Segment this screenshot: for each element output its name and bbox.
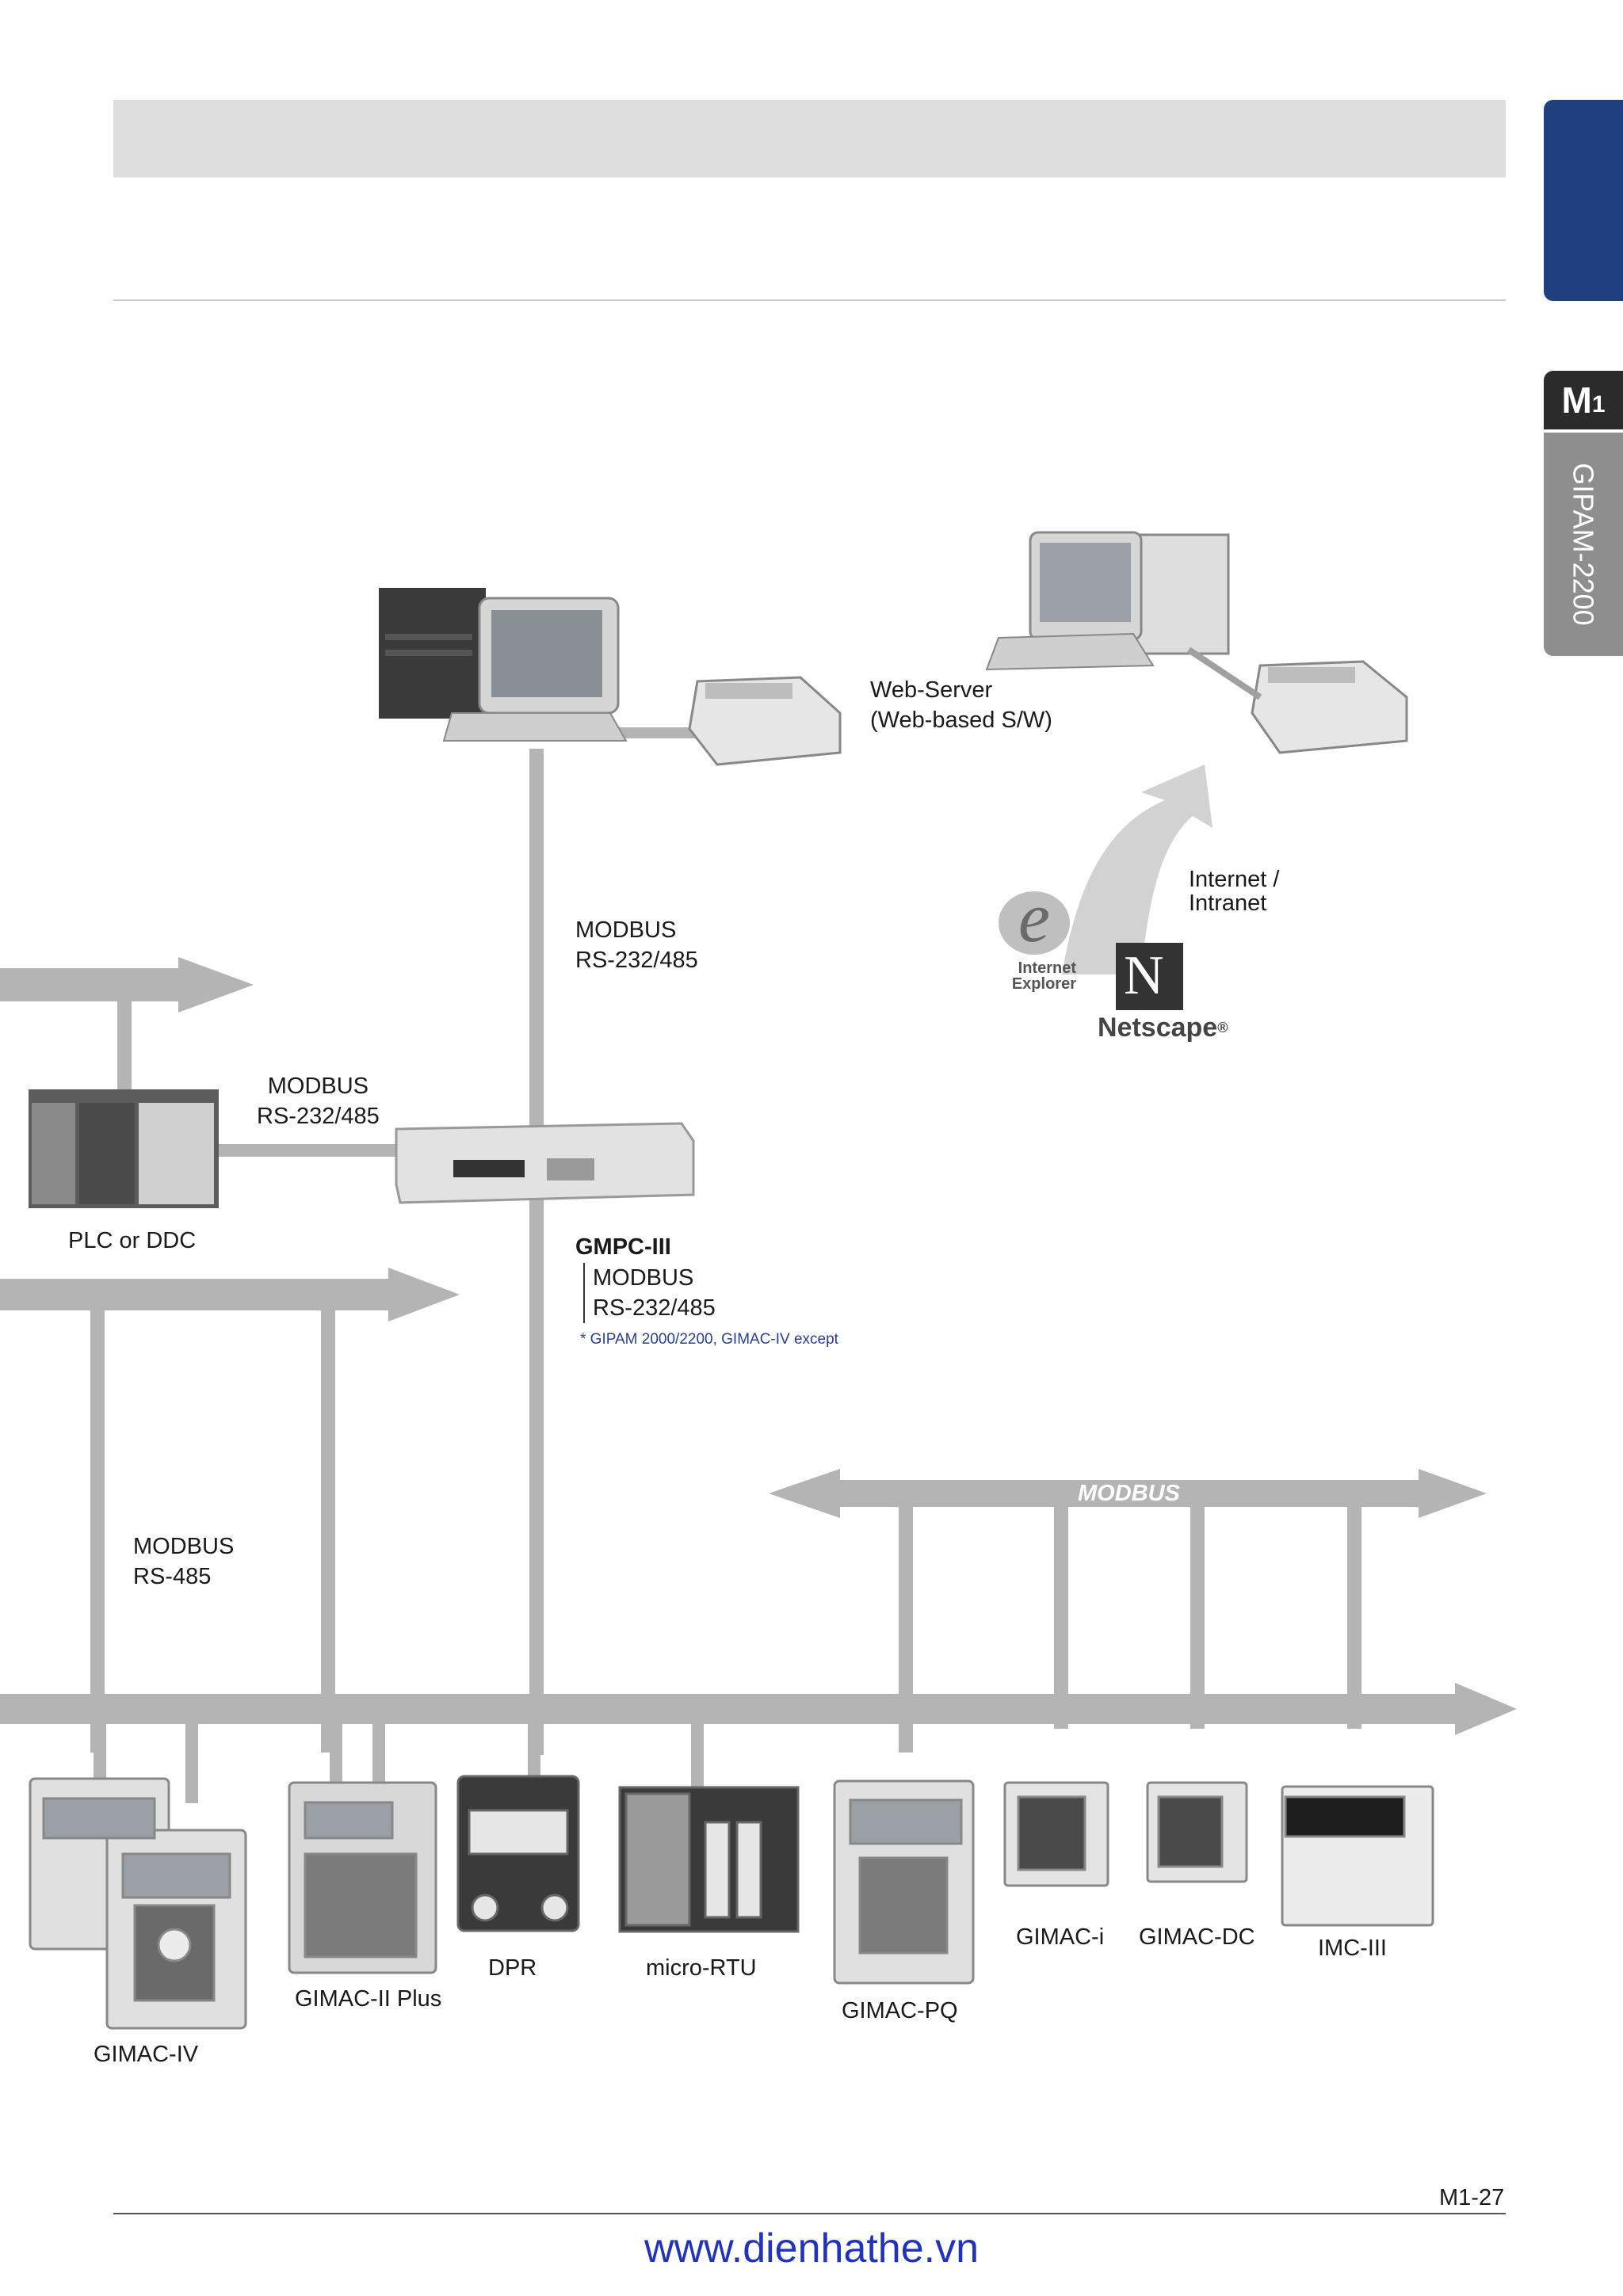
- chapter-tab[interactable]: [1544, 100, 1623, 301]
- device-label-gimac-i: GIMAC-i: [1016, 1924, 1105, 1950]
- plc-drop-line: [117, 995, 132, 1098]
- gimac-dc-icon: [1146, 1781, 1248, 1883]
- middle-arrow: [0, 1268, 460, 1322]
- modbus-top-line1: MODBUS: [575, 917, 677, 943]
- plc-gmpc-link: [214, 1144, 396, 1157]
- modbus-plc-label: MODBUS RS-232/485: [257, 1071, 380, 1131]
- gimac-i-icon: [1003, 1781, 1109, 1887]
- modbus-rs485-line2: RS-485: [133, 1564, 212, 1589]
- netscape-icon: [1116, 943, 1183, 1010]
- product-tab[interactable]: [1544, 433, 1623, 656]
- modbus-drop-4: [1347, 1507, 1361, 1729]
- internet-line1: Internet /: [1189, 867, 1280, 892]
- web-server-label: Web-Server (Web-based S/W): [870, 675, 1052, 735]
- netscape-text: Netscape: [1098, 1013, 1218, 1043]
- gmpc-modbus-line2: RS-232/485: [593, 1295, 716, 1321]
- device-label-gimac-pq: GIMAC-PQ: [842, 1998, 958, 2023]
- internet-label: Internet / Intranet: [1189, 868, 1279, 915]
- server-pc-icon: [379, 588, 628, 742]
- netscape-label: Netscape®: [1098, 1013, 1228, 1043]
- bus-drop-4: [372, 1724, 385, 1787]
- modbus-plc-line1: MODBUS: [267, 1074, 369, 1099]
- web-server-line1: Web-Server: [870, 677, 993, 703]
- bus-drop-5: [528, 1724, 540, 1779]
- modbus-drop-1: [899, 1507, 913, 1753]
- plc-icon: [29, 1089, 219, 1208]
- gmpc-note: * GIPAM 2000/2200, GIMAC-IV except: [580, 1331, 838, 1348]
- rs485-left-line: [90, 1309, 105, 1753]
- modbus-top-label: MODBUS RS-232/485: [575, 915, 698, 975]
- device-label-micro-rtu: micro-RTU: [646, 1955, 757, 1981]
- gmpc-icon: [395, 1122, 695, 1204]
- web-server-line2: (Web-based S/W): [870, 707, 1052, 733]
- modbus-plc-line2: RS-232/485: [257, 1104, 380, 1129]
- internet-arrow: [1062, 765, 1212, 974]
- web-server-printer-link: [1186, 646, 1262, 700]
- gimac-pq-icon: [833, 1779, 975, 1985]
- bus-drop-1: [94, 1724, 106, 1787]
- rs485-right-line: [321, 1309, 335, 1753]
- ie-logo-line2: Explorer: [1011, 975, 1076, 993]
- device-label-gimac-ii-plus: GIMAC-II Plus: [295, 1986, 442, 2012]
- footer-rule: [113, 2213, 1506, 2214]
- page-number: M1-27: [1439, 2185, 1505, 2210]
- section-code: M: [1561, 379, 1592, 421]
- modbus-rs485-line1: MODBUS: [133, 1534, 235, 1559]
- netscape-registered: ®: [1217, 1020, 1228, 1035]
- gimac-iv-icon: [29, 1777, 247, 2030]
- plc-label: PLC or DDC: [68, 1228, 197, 1253]
- gmpc-modbus-line1: MODBUS: [593, 1265, 694, 1291]
- bus-drop-3: [330, 1724, 342, 1787]
- netscape-letter: N: [1124, 945, 1164, 1006]
- modbus-top-line2: RS-232/485: [575, 948, 698, 973]
- gmpc-title: GMPC-III: [575, 1234, 671, 1260]
- device-label-gimac-dc: GIMAC-DC: [1139, 1924, 1255, 1950]
- modbus-double-arrow: [769, 1469, 1487, 1518]
- gimac-ii-plus-icon: [288, 1781, 437, 1974]
- ie-logo-line1: Internet: [1018, 959, 1076, 977]
- dpr-icon: [456, 1775, 580, 1932]
- bus-drop-6: [691, 1724, 704, 1787]
- web-server-pc-icon: [985, 531, 1230, 671]
- bus-drop-2: [185, 1724, 198, 1803]
- device-label-dpr: DPR: [488, 1955, 537, 1981]
- imc-iii-icon: [1281, 1785, 1434, 1927]
- device-label-gimac-iv: GIMAC-IV: [94, 2042, 199, 2067]
- modbus-bus-label: MODBUS: [1078, 1481, 1180, 1506]
- svg-text:e: e: [1018, 879, 1050, 957]
- section-code-sub: 1: [1591, 391, 1606, 418]
- internet-explorer-icon: e: [999, 879, 1070, 957]
- micro-rtu-icon: [618, 1786, 800, 1933]
- header-band: [113, 100, 1506, 177]
- ie-logo-text: Internet Explorer: [1000, 960, 1076, 992]
- printer-right-icon: [1251, 660, 1408, 754]
- printer-left-icon: [688, 676, 842, 766]
- gmpc-modbus-label: MODBUS RS-232/485: [583, 1263, 716, 1323]
- trunk-line: [529, 749, 544, 1755]
- internet-line2: Intranet: [1189, 891, 1267, 916]
- modbus-drop-2: [1054, 1507, 1068, 1729]
- header-rule: [113, 299, 1506, 301]
- modbus-rs485-label: MODBUS RS-485: [133, 1531, 234, 1592]
- footer-url[interactable]: www.dienhathe.vn: [643, 2225, 980, 2271]
- upper-left-arrow: [0, 957, 254, 1013]
- modbus-drop-3: [1190, 1507, 1205, 1729]
- main-bus-arrow: [0, 1683, 1517, 1735]
- device-label-imc-iii: IMC-III: [1318, 1936, 1387, 1961]
